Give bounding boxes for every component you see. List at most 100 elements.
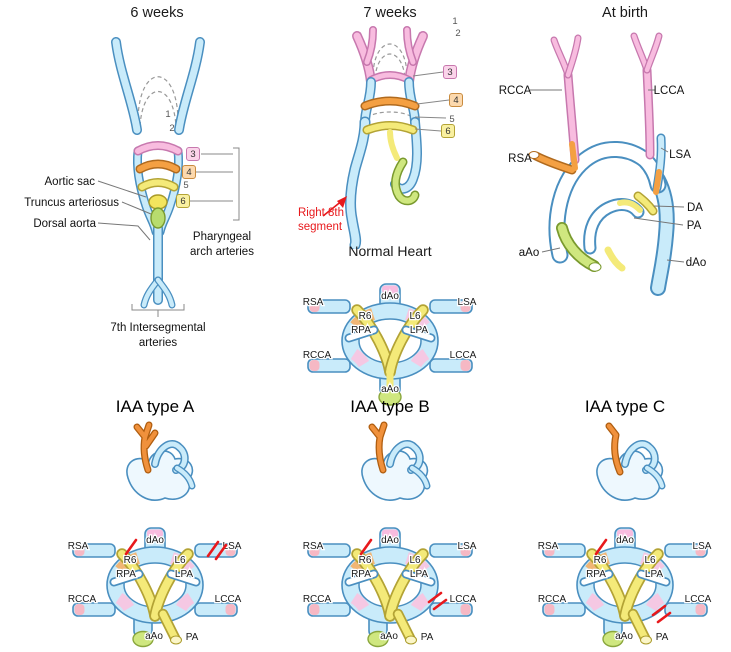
label-lsa: LSA — [669, 149, 691, 161]
hub-stubs — [307, 527, 473, 638]
label-lsa: LSA — [223, 541, 242, 552]
arch-number-6: 6 — [176, 194, 190, 208]
label-rsa: RSA — [508, 153, 532, 165]
label-rcca: RCCA — [499, 85, 532, 97]
leader-lsa — [660, 147, 669, 153]
intersegmental-bracket — [131, 304, 185, 317]
label-pa: PA — [421, 632, 434, 643]
title-iaa-type-c: IAA type C — [584, 397, 666, 416]
iaa-c-heart-sketch — [596, 422, 666, 501]
label-lpa: LPA — [410, 325, 428, 336]
arch-number-4: 4 — [182, 165, 196, 179]
label-pharyngeal-2: arch arteries — [190, 246, 254, 258]
arch-number-2: 2 — [169, 123, 174, 134]
normal-heart-hub-diagram: RSA dAo LSA R6 L6 RPA LPA RCCA LCCA aAo — [301, 283, 478, 406]
iaa-a-hub-diagram: RSA dAo LSA R6 L6 RPA LPA RCCA LCCA aAo … — [66, 527, 243, 648]
label-lcca: LCCA — [215, 594, 242, 605]
label-lpa: LPA — [175, 569, 193, 580]
iaa-b-hub-diagram: RSA dAo LSA R6 L6 RPA LPA RCCA LCCA aAo … — [301, 527, 478, 648]
label-lcca: LCCA — [450, 350, 477, 361]
label-rsa: RSA — [538, 541, 559, 552]
arch-5-dashed — [366, 111, 414, 119]
label-r6: R6 — [124, 555, 137, 566]
label-dao: dAo — [381, 535, 399, 546]
arch-number-1: 1 — [452, 16, 457, 27]
label-dao: dAo — [146, 535, 164, 546]
label-lpa: LPA — [645, 569, 663, 580]
label-rcca: RCCA — [538, 594, 567, 605]
iaa-c-hub-diagram: RSA dAo LSA R6 L6 RPA LPA RCCA LCCA aAo … — [536, 527, 713, 648]
label-lsa: LSA — [693, 541, 712, 552]
label-rcca: RCCA — [303, 594, 332, 605]
arch-1-dashed — [137, 76, 179, 119]
truncus-shape — [150, 207, 166, 229]
at-birth-diagram: RCCA LCCA RSA LSA DA PA aAo dAo — [499, 32, 706, 296]
label-pa: PA — [687, 220, 702, 232]
interruption-mark-between-lcca-lsa — [427, 591, 448, 611]
hub-stubs — [542, 527, 708, 638]
right-arch-regression-mark — [594, 538, 608, 556]
arch-number-3: 3 — [186, 147, 200, 161]
arch-number-1: 1 — [165, 109, 170, 120]
leader-aao — [541, 247, 561, 253]
label-right-8th-1: Right 8th — [298, 207, 344, 219]
label-lcca: LCCA — [654, 85, 685, 97]
label-lcca: LCCA — [450, 594, 477, 605]
arch-number-6: 6 — [441, 124, 455, 138]
label-aao: aAo — [519, 247, 539, 259]
arch-number-3: 3 — [443, 65, 457, 79]
label-pa: PA — [656, 632, 669, 643]
label-aao: aAo — [145, 631, 163, 642]
interruption-mark-distal-lsa — [206, 540, 228, 561]
leader-da — [653, 205, 685, 208]
arch-number-5: 5 — [183, 180, 188, 191]
label-rpa: RPA — [116, 569, 136, 580]
svg-text:3: 3 — [447, 67, 452, 78]
iaa-b-heart-sketch — [361, 421, 431, 501]
aao-bulb — [367, 630, 389, 648]
label-lcca: LCCA — [685, 594, 712, 605]
leader-pa — [633, 217, 684, 226]
leader-dorsal-aorta — [97, 222, 151, 241]
arch-number-5: 5 — [449, 114, 454, 125]
label-rcca: RCCA — [68, 594, 97, 605]
svg-text:6: 6 — [180, 196, 185, 207]
label-aao: aAo — [380, 631, 398, 642]
number-ticks — [190, 153, 233, 202]
label-rsa: RSA — [303, 541, 324, 552]
arch-2-dashed — [139, 90, 177, 127]
leader-aortic-sac — [97, 180, 147, 198]
title-normal-heart: Normal Heart — [348, 243, 432, 259]
svg-text:4: 4 — [186, 167, 191, 178]
right-arch-regression-mark — [124, 538, 138, 556]
aao-bulb — [132, 630, 154, 648]
label-lpa: LPA — [410, 569, 428, 580]
label-intersegmental-2: arteries — [139, 337, 178, 349]
aortic-sac-shape — [148, 194, 168, 210]
arch-2-dashed — [374, 53, 406, 79]
aao-bulb — [378, 388, 402, 406]
arch-number-2: 2 — [455, 28, 460, 39]
svg-text:6: 6 — [445, 126, 450, 137]
label-rsa: RSA — [68, 541, 89, 552]
label-truncus-arteriosus: Truncus arteriosus — [24, 197, 119, 209]
label-dao: dAo — [381, 291, 399, 302]
label-rpa: RPA — [351, 325, 371, 336]
six-weeks-diagram: 1 2 3 4 5 6 Aortic sac Truncus arteriosu… — [24, 37, 254, 349]
title-6-weeks: 6 weeks — [130, 5, 184, 21]
right-8th-arrowhead — [337, 196, 347, 208]
hub-stubs — [72, 527, 238, 638]
aao-bulb — [602, 630, 624, 648]
svg-text:4: 4 — [453, 95, 458, 106]
label-r6: R6 — [359, 555, 372, 566]
label-r6: R6 — [594, 555, 607, 566]
label-l6: L6 — [644, 555, 656, 566]
label-lsa: LSA — [458, 297, 477, 308]
label-dao: dAo — [686, 257, 706, 269]
label-dao: dAo — [616, 535, 634, 546]
iaa-a-heart-sketch — [126, 421, 196, 501]
leader-truncus — [121, 201, 152, 215]
label-lsa: LSA — [458, 541, 477, 552]
arch-1-dashed — [372, 43, 408, 75]
label-l6: L6 — [174, 555, 186, 566]
